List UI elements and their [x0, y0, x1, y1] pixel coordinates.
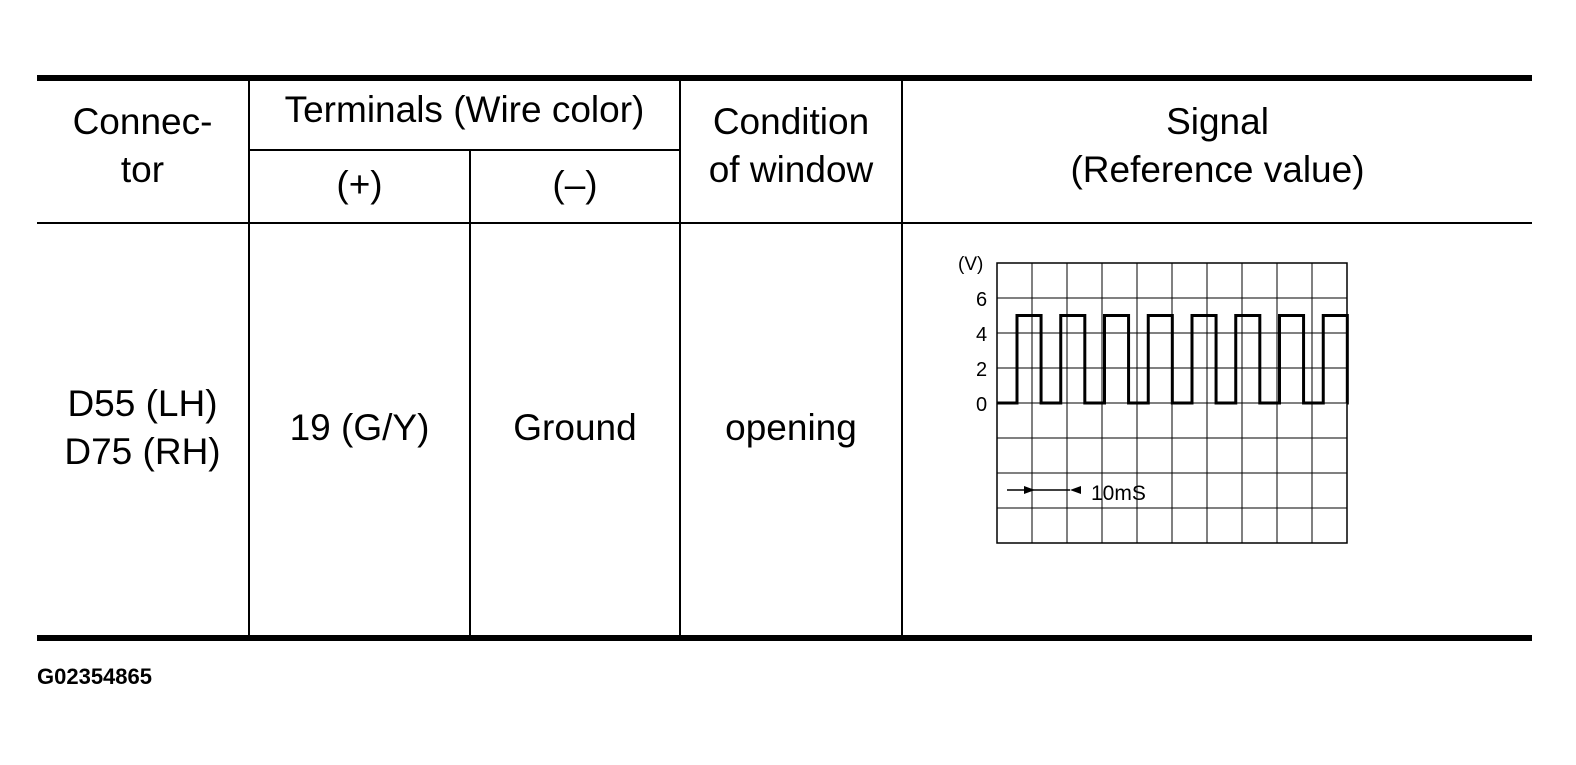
waveform-trace — [997, 314, 1349, 405]
cell-condition: opening — [725, 407, 857, 448]
header-terminals: Terminals (Wire color) — [284, 89, 645, 130]
cell-minus: Ground — [513, 407, 637, 448]
terminals-subheader-divider — [249, 149, 680, 151]
header-condition-line2: of window — [708, 149, 874, 190]
square-wave-line — [997, 314, 1349, 405]
y-tick-4: 4 — [976, 324, 987, 346]
y-unit-label: (V) — [958, 254, 983, 275]
header-signal-line2: (Reference value) — [1070, 149, 1365, 190]
column-divider-2 — [469, 151, 471, 635]
cell-connector-line2: D75 (RH) — [64, 431, 221, 472]
header-condition-line1: Condition — [712, 101, 870, 142]
arrow-left-icon — [1070, 486, 1081, 494]
header-condition: Condition of window — [681, 98, 901, 194]
y-tick-2: 2 — [976, 359, 987, 381]
time-division-label: 10mS — [1091, 482, 1146, 505]
y-tick-6: 6 — [976, 289, 987, 311]
column-divider-4 — [901, 81, 903, 635]
header-plus: (+) — [336, 164, 383, 205]
arrow-right-icon — [1024, 486, 1035, 494]
y-tick-0: 0 — [976, 394, 987, 416]
cell-connector-line1: D55 (LH) — [67, 383, 218, 424]
column-divider-1 — [248, 81, 250, 635]
figure-code: G02354865 — [37, 664, 152, 689]
header-connector: Connec- tor — [37, 98, 248, 194]
table-bottom-rule — [37, 635, 1532, 641]
signal-waveform: (V) 6 4 2 0 10mS — [958, 254, 1349, 544]
header-divider — [37, 222, 1532, 224]
header-signal: Signal (Reference value) — [903, 98, 1532, 194]
cell-connector: D55 (LH) D75 (RH) — [37, 380, 248, 476]
header-connector-line2: tor — [120, 149, 165, 190]
cell-plus: 19 (G/Y) — [289, 407, 430, 448]
column-divider-3 — [679, 81, 681, 635]
header-signal-line1: Signal — [1166, 101, 1269, 142]
time-division-marker: 10mS — [1007, 482, 1146, 505]
header-minus: (–) — [552, 164, 598, 205]
header-connector-line1: Connec- — [72, 101, 213, 142]
table-top-rule — [37, 75, 1532, 81]
